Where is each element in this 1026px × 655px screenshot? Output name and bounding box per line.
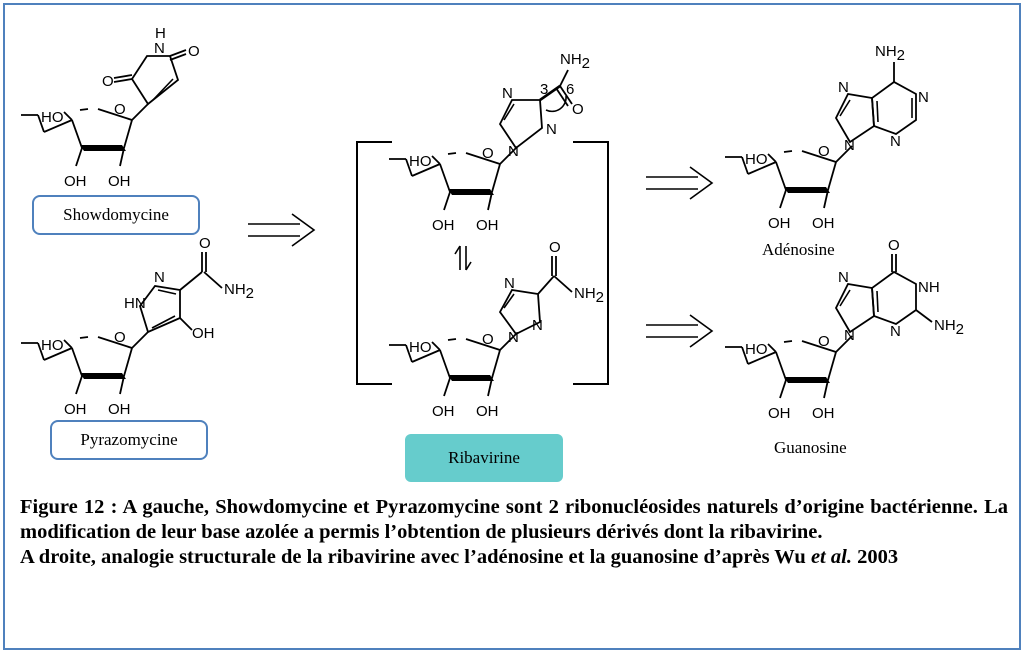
- svg-text:NH2: NH2: [934, 317, 964, 338]
- atom-oh: OH: [108, 173, 131, 190]
- label-pyrazomycine: Pyrazomycine: [50, 420, 208, 460]
- atom-n: N: [508, 329, 519, 346]
- atom-o: O: [114, 329, 126, 346]
- atom-o: O: [818, 143, 830, 160]
- atom-n: N: [890, 323, 901, 340]
- label-showdomycine: Showdomycine: [32, 195, 200, 235]
- atom-oh: OH: [64, 401, 87, 418]
- label-guanosine: Guanosine: [774, 438, 847, 457]
- ribavirine-top-structure: HO O OH OH N N N 3 6 O NH2: [388, 51, 590, 234]
- atom-ho: HO: [745, 151, 768, 168]
- atom-oh: OH: [108, 401, 131, 418]
- atom-ho: HO: [745, 341, 768, 358]
- atom-oh: OH: [476, 217, 499, 234]
- figure-frame: [3, 3, 1021, 650]
- atom-o: O: [818, 333, 830, 350]
- atom-n: N: [844, 327, 855, 344]
- ribavirine-bottom-structure: HO O OH OH O NH2 N N N: [388, 239, 604, 420]
- atom-oh: OH: [192, 325, 215, 342]
- atom-n: N: [532, 317, 543, 334]
- atom-o: O: [114, 101, 126, 118]
- atom-n: N: [890, 133, 901, 150]
- atom-ho: HO: [41, 337, 64, 354]
- label-ribavirine: Ribavirine: [405, 434, 563, 482]
- atom-n: N: [508, 143, 519, 160]
- locant-6: 6: [566, 81, 574, 98]
- label-adenosine: Adénosine: [762, 240, 835, 259]
- atom-o: O: [102, 73, 114, 90]
- adenosine-structure: HO O OH OH NH2 N N N N: [724, 43, 929, 232]
- atom-n: N: [546, 121, 557, 138]
- equilibrium-arrows: [454, 245, 472, 271]
- arrow-to-guanosine: [645, 314, 713, 348]
- atom-n: N: [918, 89, 929, 106]
- atom-o: O: [199, 235, 211, 252]
- caption-paragraph-1: Figure 12 : A gauche, Showdomycine et Py…: [20, 496, 1008, 543]
- locant-3: 3: [540, 81, 548, 98]
- atom-nh: NH: [918, 279, 940, 296]
- figure-caption: Figure 12 : A gauche, Showdomycine et Py…: [20, 495, 1008, 570]
- caption-paragraph-2: A droite, analogie structurale de la rib…: [20, 546, 899, 568]
- bracket-left: [356, 141, 392, 385]
- atom-n: N: [502, 85, 513, 102]
- atom-o: O: [188, 43, 200, 60]
- svg-text:NH2: NH2: [560, 51, 590, 72]
- atom-n: N: [154, 269, 165, 286]
- atom-o: O: [482, 145, 494, 162]
- atom-nh2: NH: [560, 51, 582, 68]
- atom-hn: HN: [124, 295, 146, 312]
- atom-o: O: [482, 331, 494, 348]
- pyrazomycine-structure: HO O OH OH O NH2 HN N OH: [20, 235, 254, 418]
- atom-nh2: NH: [934, 317, 956, 334]
- atom-oh: OH: [432, 217, 455, 234]
- atom-o: O: [572, 101, 584, 118]
- atom-h: H: [155, 25, 166, 42]
- guanosine-structure: HO O OH OH O NH NH2 N N N: [724, 237, 964, 422]
- atom-n: N: [154, 40, 165, 57]
- atom-n: N: [504, 275, 515, 292]
- showdomycine-structure: HO O OH OH O O N H: [20, 25, 200, 190]
- atom-oh: OH: [812, 215, 835, 232]
- svg-text:NH2: NH2: [574, 285, 604, 306]
- caption-et-al: et al.: [810, 546, 852, 568]
- atom-nh: NH: [224, 281, 246, 298]
- arrow-to-adenosine: [645, 166, 713, 200]
- arrow-left-to-middle: [247, 213, 315, 247]
- atom-oh: OH: [768, 215, 791, 232]
- atom-oh: OH: [476, 403, 499, 420]
- bracket-right: [573, 141, 609, 385]
- atom-ho: HO: [41, 109, 64, 126]
- atom-n: N: [844, 137, 855, 154]
- atom-oh: OH: [812, 405, 835, 422]
- atom-o: O: [549, 239, 561, 256]
- atom-oh: OH: [64, 173, 87, 190]
- svg-text:NH2: NH2: [875, 43, 905, 64]
- atom-ho: HO: [409, 339, 432, 356]
- atom-oh: OH: [432, 403, 455, 420]
- atom-n: N: [838, 269, 849, 286]
- atom-n: N: [838, 79, 849, 96]
- atom-ho: HO: [409, 153, 432, 170]
- svg-text:NH2: NH2: [224, 281, 254, 302]
- atom-o: O: [888, 237, 900, 254]
- atom-oh: OH: [768, 405, 791, 422]
- atom-nh2: NH: [574, 285, 596, 302]
- atom-nh2: NH: [875, 43, 897, 60]
